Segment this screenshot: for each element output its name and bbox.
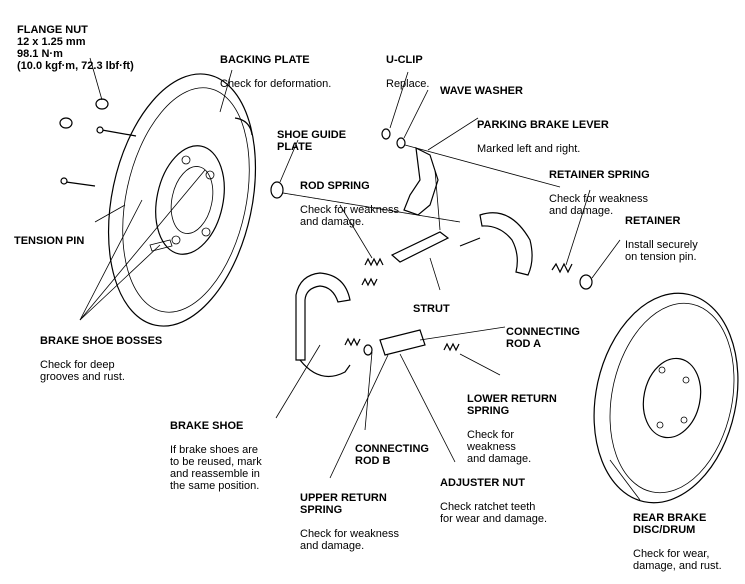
- leader-lines: [79, 57, 641, 501]
- retainer-title: RETAINER: [625, 215, 681, 227]
- retainer-spring-title: RETAINER SPRING: [549, 169, 650, 181]
- connecting-rod-a-title: CONNECTING ROD A: [506, 326, 580, 350]
- adjuster-nut-title: ADJUSTER NUT: [440, 477, 525, 489]
- label-upper-return-spring: UPPER RETURN SPRING Check for weakness a…: [300, 480, 399, 564]
- tension-pin-title: TENSION PIN: [14, 235, 85, 247]
- label-backing-plate: BACKING PLATE Check for deformation.: [220, 42, 331, 102]
- adjuster-nut-desc: Check ratchet teeth for wear and damage.: [440, 501, 548, 525]
- brake-shoe-title: BRAKE SHOE: [170, 420, 244, 432]
- parking-brake-lever-title: PARKING BRAKE LEVER: [477, 119, 609, 131]
- exploded-view-diagram: [59, 57, 739, 504]
- label-strut: STRUT: [413, 291, 450, 327]
- upper-brake-shoe-drawing: [479, 212, 533, 276]
- backing-plate-drawing: [107, 73, 257, 327]
- label-connecting-rod-a: CONNECTING ROD A: [506, 314, 580, 362]
- label-shoe-guide-plate: SHOE GUIDE PLATE: [277, 117, 346, 165]
- label-connecting-rod-b: CONNECTING ROD B: [355, 431, 429, 479]
- label-brake-shoe: BRAKE SHOE If brake shoes are to be reus…: [170, 408, 262, 504]
- label-rear-brake-disc-drum: REAR BRAKE DISC/DRUM Check for wear, dam…: [633, 500, 722, 584]
- label-retainer: RETAINER Install securely on tension pin…: [625, 203, 698, 275]
- shoe-guide-plate-drawing: [270, 181, 461, 223]
- upper-return-spring-desc: Check for weakness and damage.: [300, 528, 400, 552]
- label-parking-brake-lever: PARKING BRAKE LEVER Marked left and righ…: [477, 107, 609, 167]
- backing-plate-desc: Check for deformation.: [220, 78, 332, 90]
- parking-brake-lever-drawing: [403, 146, 441, 231]
- parking-brake-lever-desc: Marked left and right.: [477, 143, 581, 155]
- u-clip-title: U-CLIP: [386, 54, 423, 66]
- lower-return-spring-title: LOWER RETURN SPRING: [467, 393, 557, 417]
- label-brake-shoe-bosses: BRAKE SHOE BOSSES Check for deep grooves…: [40, 323, 162, 395]
- label-rod-spring: ROD SPRING Check for weakness and damage…: [300, 168, 399, 240]
- brake-shoe-desc: If brake shoes are to be reused, mark an…: [170, 444, 262, 492]
- shoe-guide-plate-title: SHOE GUIDE PLATE: [277, 129, 347, 153]
- rod-spring-drawing: [361, 257, 384, 287]
- retainer-desc: Install securely on tension pin.: [625, 239, 698, 263]
- retainer-spring-desc: Check for weakness and damage.: [549, 193, 649, 217]
- flange-nuts-drawing: [59, 98, 137, 187]
- adjuster-drawing: [344, 329, 460, 356]
- brake-disc-drum-drawing: [593, 292, 739, 504]
- rear-brake-disc-drum-desc: Check for wear, damage, and rust.: [633, 548, 722, 572]
- rod-spring-title: ROD SPRING: [300, 180, 370, 192]
- brake-shoe-bosses-title: BRAKE SHOE BOSSES: [40, 335, 163, 347]
- strut-drawing: [390, 231, 481, 263]
- brake-shoe-bosses-desc: Check for deep grooves and rust.: [40, 359, 125, 383]
- backing-plate-title: BACKING PLATE: [220, 54, 310, 66]
- label-adjuster-nut: ADJUSTER NUT Check ratchet teeth for wea…: [440, 465, 547, 537]
- label-tension-pin: TENSION PIN: [14, 223, 84, 259]
- u-clip-washer-drawing: [381, 128, 561, 188]
- wave-washer-title: WAVE WASHER: [440, 85, 523, 97]
- label-lower-return-spring: LOWER RETURN SPRING Check for weakness a…: [467, 381, 557, 477]
- lower-return-spring-desc: Check for weakness and damage.: [467, 429, 532, 465]
- label-wave-washer: WAVE WASHER: [440, 73, 523, 109]
- flange-nut-title: FLANGE NUT 12 x 1.25 mm 98.1 N·m (10.0 k…: [17, 24, 134, 72]
- u-clip-desc: Replace.: [386, 78, 430, 90]
- connecting-rod-b-title: CONNECTING ROD B: [355, 443, 429, 467]
- upper-return-spring-title: UPPER RETURN SPRING: [300, 492, 387, 516]
- strut-title: STRUT: [413, 303, 450, 315]
- rear-brake-disc-drum-title: REAR BRAKE DISC/DRUM: [633, 512, 707, 536]
- lower-brake-shoe-drawing: [295, 272, 351, 378]
- rod-spring-desc: Check for weakness and damage.: [300, 204, 400, 228]
- label-flange-nut: FLANGE NUT 12 x 1.25 mm 98.1 N·m (10.0 k…: [17, 12, 134, 84]
- label-u-clip: U-CLIP Replace.: [386, 42, 429, 102]
- label-retainer-spring: RETAINER SPRING Check for weakness and d…: [549, 157, 650, 229]
- retainer-spring-drawing: [551, 262, 593, 290]
